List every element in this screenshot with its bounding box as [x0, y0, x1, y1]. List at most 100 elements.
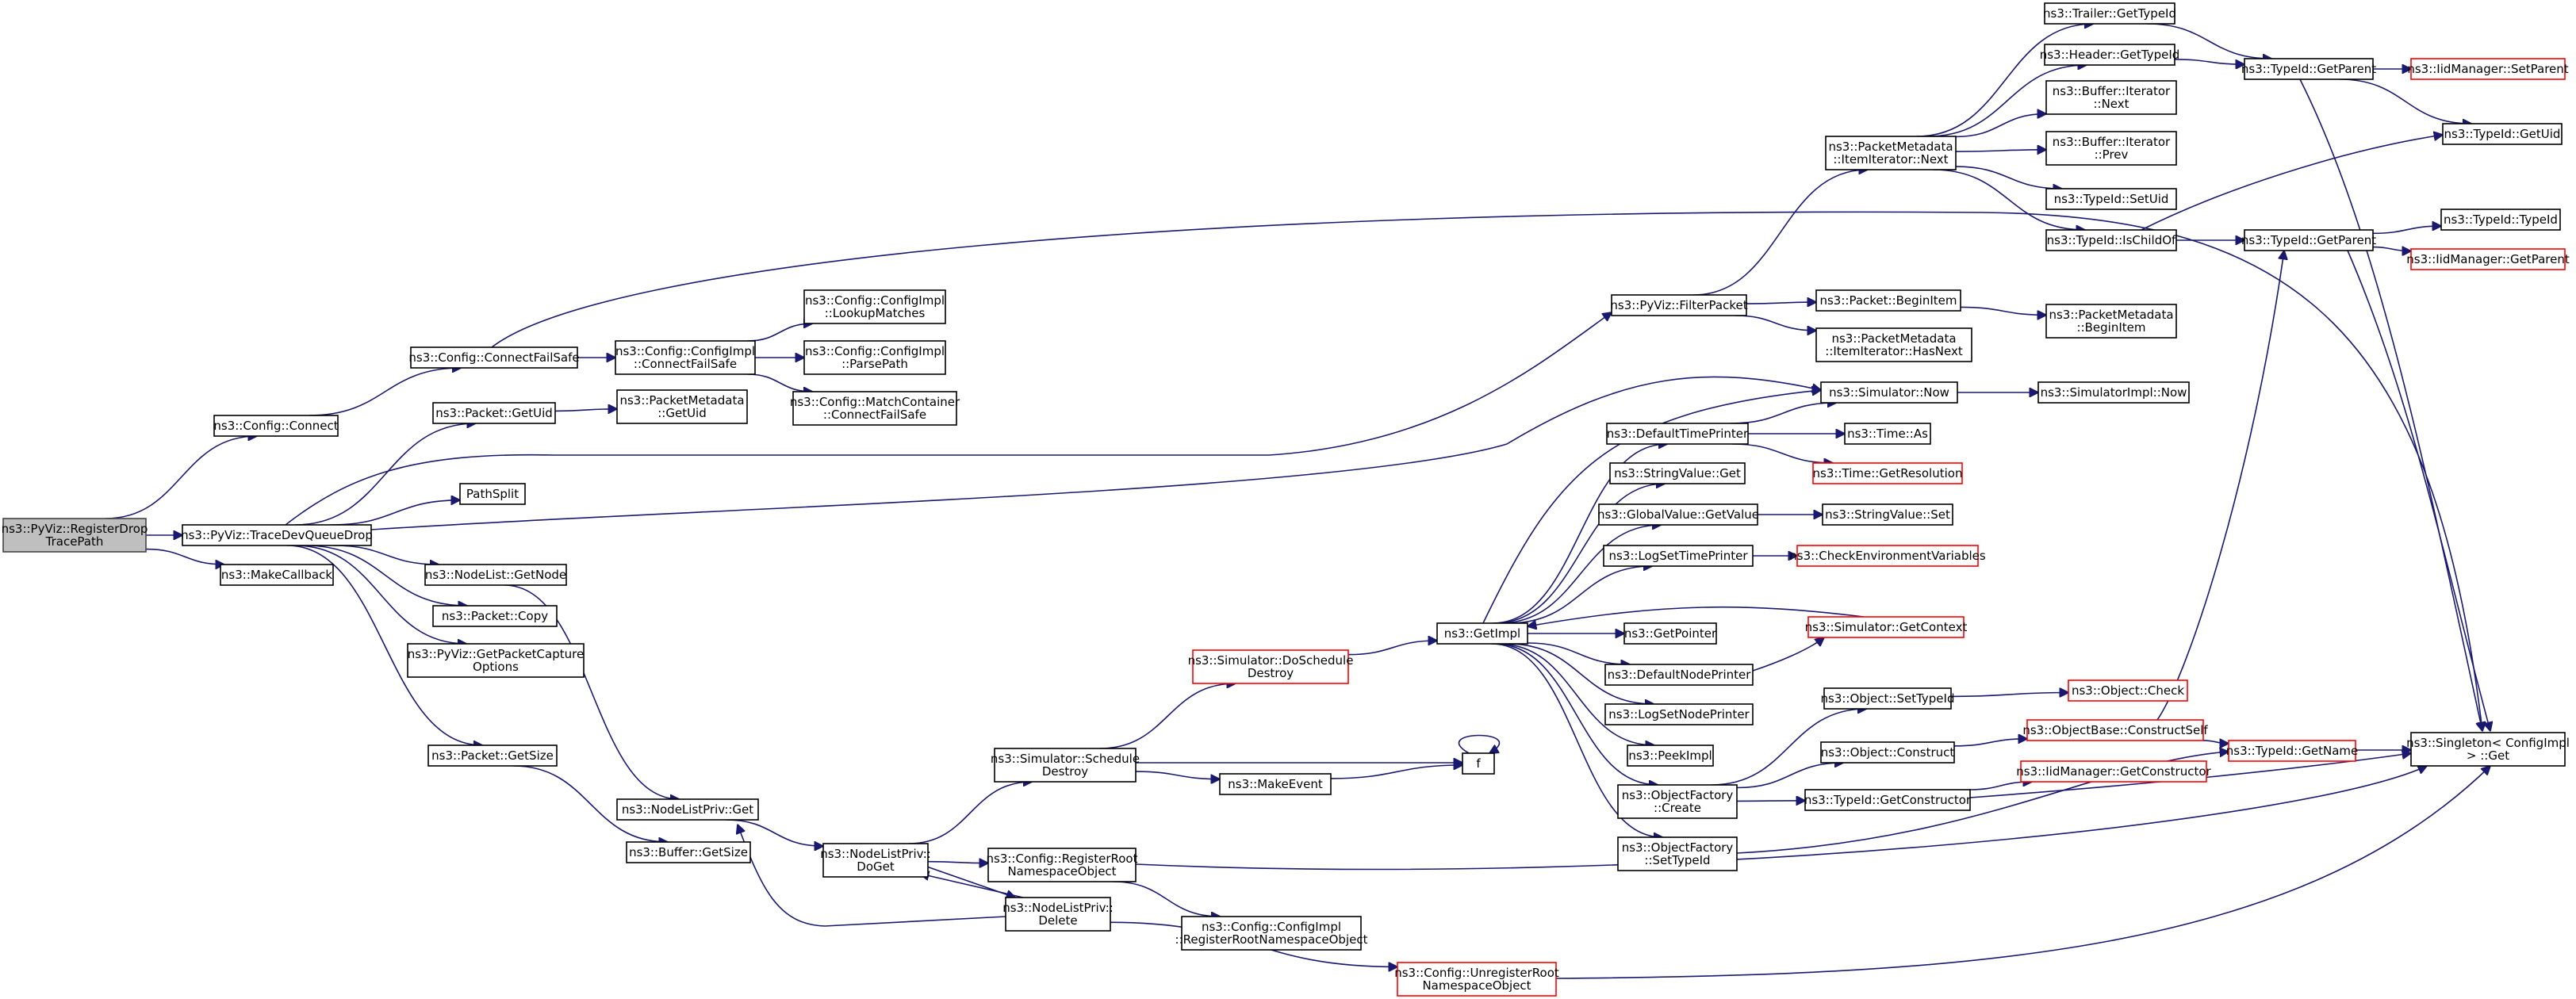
node-titi[interactable]: ns3::TypeId::TypeId	[2440, 209, 2561, 231]
node-bip[interactable]: ns3::Buffer::Iterator::Prev	[2045, 131, 2177, 166]
node-ofsti[interactable]: ns3::ObjectFactory::SetTypeId	[1617, 836, 1738, 871]
node-label: ns3::Simulator::GetContext	[1805, 620, 1968, 634]
node-label: ::Prev	[2095, 147, 2129, 162]
node-simnow[interactable]: ns3::Simulator::Now	[1820, 381, 1958, 404]
node-label: NamespaceObject	[1007, 864, 1116, 878]
node-f[interactable]: f	[1462, 752, 1495, 775]
node-label: ns3::LogSetNodePrinter	[1608, 707, 1750, 722]
node-lm[interactable]: ns3::Config::ConfigImpl::LookupMatches	[803, 289, 946, 324]
node-bgsize[interactable]: ns3::Buffer::GetSize	[626, 841, 751, 863]
node-label: ns3::TypeId::SetUid	[2054, 192, 2169, 206]
node-connect[interactable]: ns3::Config::Connect	[213, 415, 339, 437]
node-cev[interactable]: ns3::CheckEnvironmentVariables	[1789, 545, 1986, 567]
node-oconstruct[interactable]: ns3::Object::Construct	[1820, 741, 1955, 764]
node-tigetp[interactable]: ns3::TypeId::GetParent	[2241, 58, 2376, 80]
node-dtp[interactable]: ns3::DefaultTimePrinter	[1606, 423, 1749, 445]
node-curno[interactable]: ns3::Config::UnregisterRootNamespaceObje…	[1394, 962, 1559, 997]
node-pmbi[interactable]: ns3::PacketMetadata::BeginItem	[2045, 304, 2177, 339]
node-svget[interactable]: ns3::StringValue::Get	[1609, 462, 1746, 484]
node-box	[2045, 188, 2177, 210]
node-label: ::Create	[1654, 801, 1701, 815]
node-tiico[interactable]: ns3::TypeId::IsChildOf	[2045, 229, 2177, 251]
node-tign[interactable]: ns3::TypeId::GetName	[2226, 740, 2358, 762]
node-iidmgp[interactable]: ns3::IidManager::GetParent	[2406, 248, 2570, 270]
node-obcs[interactable]: ns3::ObjectBase::ConstructSelf	[2022, 719, 2208, 741]
node-timegr[interactable]: ns3::Time::GetResolution	[1812, 462, 1963, 484]
node-pp[interactable]: ns3::Config::ConfigImpl::ParsePath	[803, 340, 946, 375]
node-cicfs[interactable]: ns3::Config::ConfigImpl::ConnectFailSafe	[615, 340, 756, 375]
node-box	[1603, 545, 1754, 567]
node-lstp[interactable]: ns3::LogSetTimePrinter	[1603, 545, 1754, 567]
node-label: ns3::Time::As	[1847, 427, 1928, 441]
node-pmguid[interactable]: ns3::PacketMetadata::GetUid	[616, 389, 748, 424]
edge-pmiin-to-tisu	[1955, 166, 2062, 189]
node-label: ::Next	[2093, 97, 2129, 111]
node-label: ns3::Packet::GetUid	[435, 406, 553, 420]
node-ofcreate[interactable]: ns3::ObjectFactory::Create	[1617, 784, 1738, 819]
node-ocheck[interactable]: ns3::Object::Check	[2068, 679, 2188, 702]
node-mcb[interactable]: ns3::MakeCallback	[220, 564, 334, 586]
node-dnp[interactable]: ns3::DefaultNodePrinter	[1604, 664, 1754, 686]
node-tigc[interactable]: ns3::TypeId::GetConstructor	[1804, 789, 1972, 811]
node-pgsize[interactable]: ns3::Packet::GetSize	[427, 744, 558, 767]
node-simgc[interactable]: ns3::Simulator::GetContext	[1805, 616, 1968, 638]
node-simimplnow[interactable]: ns3::SimulatorImpl::Now	[2037, 381, 2190, 404]
edge-pmiin-to-bip	[1955, 150, 2046, 151]
node-nlpdel[interactable]: ns3::NodeListPriv::Delete	[1002, 897, 1114, 932]
node-label: ns3::Buffer::Iterator	[2053, 84, 2171, 98]
node-label: ::LookupMatches	[825, 306, 926, 320]
node-cfs[interactable]: ns3::Config::ConnectFailSafe	[408, 346, 580, 369]
edge-pgsize-to-bgsize	[513, 765, 667, 842]
node-iidmsp[interactable]: ns3::IidManager::SetParent	[2407, 58, 2569, 80]
node-hgti[interactable]: ns3::Header::GetTypeId	[2040, 44, 2180, 66]
node-label: DoGet	[857, 859, 895, 874]
node-label: ns3::PyViz::FilterPacket	[1610, 298, 1747, 312]
node-timeas[interactable]: ns3::Time::As	[1844, 423, 1931, 445]
node-label: ns3::Config::ConnectFailSafe	[408, 350, 579, 365]
node-label: ::ItemIterator::Next	[1833, 152, 1948, 166]
node-pmiihn[interactable]: ns3::PacketMetadata::ItemIterator::HasNe…	[1815, 327, 1972, 362]
node-nlgn[interactable]: ns3::NodeList::GetNode	[424, 564, 567, 586]
node-osti[interactable]: ns3::Object::SetTypeId	[1821, 687, 1955, 710]
node-singleton[interactable]: ns3::Singleton< ConfigImpl> ::Get	[2406, 732, 2570, 767]
node-tdq[interactable]: ns3::PyViz::TraceDevQueueDrop	[181, 524, 373, 546]
node-label: Destroy	[1248, 666, 1294, 680]
node-box	[2044, 44, 2175, 66]
node-label: ns3::Packet::GetSize	[431, 748, 554, 763]
node-psplit[interactable]: PathSplit	[459, 483, 526, 505]
node-tigp[interactable]: ns3::TypeId::GetParent	[2241, 229, 2376, 251]
node-box	[822, 843, 929, 878]
node-getimpl[interactable]: ns3::GetImpl	[1436, 622, 1528, 645]
node-getptr[interactable]: ns3::GetPointer	[1623, 622, 1717, 645]
node-crrno[interactable]: ns3::Config::RegisterRootNamespaceObject	[987, 848, 1138, 882]
node-trgti[interactable]: ns3::Trailer::GetTypeId	[2043, 2, 2176, 25]
node-pmiin[interactable]: ns3::PacketMetadata::ItemIterator::Next	[1825, 136, 1957, 170]
node-peekimpl[interactable]: ns3::PeekImpl	[1627, 744, 1714, 767]
node-label: ::RegisterRootNamespaceObject	[1175, 932, 1368, 947]
node-tisu[interactable]: ns3::TypeId::SetUid	[2045, 188, 2177, 210]
node-pcopy[interactable]: ns3::Packet::Copy	[432, 605, 558, 627]
node-label: ns3::NodeListPriv::Get	[622, 802, 753, 817]
node-lsnp[interactable]: ns3::LogSetNodePrinter	[1604, 703, 1754, 725]
node-label: ns3::Simulator::Now	[1829, 385, 1949, 400]
node-tiguid[interactable]: ns3::TypeId::GetUid	[2442, 123, 2563, 145]
node-label: ns3::PyViz::GetPacketCapture	[408, 647, 584, 661]
node-box	[1604, 664, 1754, 686]
node-iidmgc[interactable]: ns3::IidManager::GetConstructor	[2016, 760, 2212, 783]
node-svset[interactable]: ns3::StringValue::Set	[1822, 503, 1953, 526]
node-mccfs[interactable]: ns3::Config::MatchContainer::ConnectFail…	[790, 391, 960, 426]
node-bin[interactable]: ns3::Buffer::Iterator::Next	[2045, 80, 2177, 115]
node-mkevent[interactable]: ns3::MakeEvent	[1219, 773, 1332, 795]
node-cicrrno[interactable]: ns3::Config::ConfigImpl::RegisterRootNam…	[1175, 916, 1368, 951]
node-nlpdoget[interactable]: ns3::NodeListPriv::DoGet	[820, 843, 931, 878]
node-pbi[interactable]: ns3::Packet::BeginItem	[1815, 289, 1961, 312]
node-fp[interactable]: ns3::PyViz::FilterPacket	[1610, 294, 1748, 316]
node-pguid[interactable]: ns3::Packet::GetUid	[432, 402, 556, 424]
edge-nlpdel-to-nlpdoget	[920, 874, 1024, 898]
node-gvgv[interactable]: ns3::GlobalValue::GetValue	[1597, 503, 1759, 526]
node-nlpget[interactable]: ns3::NodeListPriv::Get	[616, 798, 759, 821]
